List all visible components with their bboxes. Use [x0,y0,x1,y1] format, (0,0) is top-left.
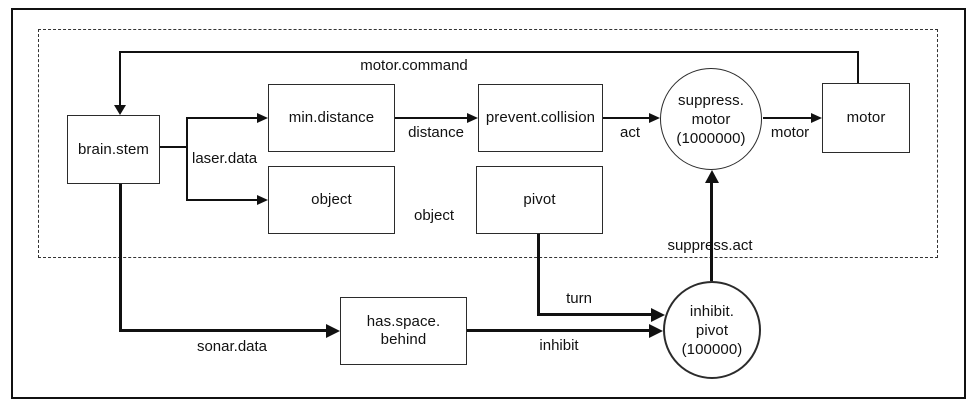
edge-suppress-act [710,181,713,281]
label-distance: distance [408,124,464,141]
label-motor-command: motor.command [360,57,468,74]
arrowhead-into-prevent-collision-icon [467,113,478,123]
label-laser-data: laser.data [192,150,258,167]
node-brain-stem: brain.stem [67,115,160,184]
node-motor-label: motor [846,109,886,126]
node-motor: motor [822,83,910,153]
node-min-distance: min.distance [268,84,395,152]
node-suppress-motor-line1: suppress. [678,91,744,109]
edge-laser-split [186,117,188,201]
edge-laser-to-object [186,199,257,201]
node-prevent-collision: prevent.collision [478,84,603,152]
label-turn: turn [566,290,592,307]
edge-pivot-drop [537,233,540,315]
node-has-space-behind-line1: has.space. [366,313,441,330]
node-inhibit-pivot-line2: pivot [695,321,729,339]
edge-laser-to-mindistance [186,117,257,119]
node-prevent-collision-label: prevent.collision [485,109,596,126]
label-sonar-data: sonar.data [196,338,268,355]
arrowhead-into-brain-stem-icon [114,105,126,115]
edge-inhibit [467,329,649,332]
edge-motor-command-top [119,51,859,53]
edge-sonar-drop [119,184,122,331]
node-inhibit-pivot-line3: (100000) [681,340,743,358]
node-object-label: object [311,191,352,208]
arrowhead-into-has-space-behind-icon [326,324,340,338]
edge-motor-command-right-drop [857,51,859,83]
node-suppress-motor-line3: (1000000) [676,129,746,147]
arrowhead-inhibit-into-circle-icon [649,324,663,338]
node-pivot-label: pivot [523,191,556,208]
edge-motor-signal [763,117,811,119]
arrowhead-into-motor-icon [811,113,822,123]
edge-turn [537,313,651,316]
node-suppress-motor: suppress. motor (1000000) [660,68,762,170]
node-min-distance-label: min.distance [288,109,375,126]
node-inhibit-pivot: inhibit. pivot (100000) [663,281,761,379]
edge-brainstem-out [160,146,187,148]
arrowhead-suppress-act-up-icon [705,170,719,183]
node-suppress-motor-line2: motor [691,110,731,128]
arrowhead-into-object-icon [257,195,268,205]
label-suppress-act: suppress.act [667,237,753,254]
label-inhibit: inhibit [539,337,579,354]
node-has-space-behind-line2: behind [380,331,427,348]
label-act: act [619,124,640,141]
outer-frame [11,8,966,399]
edge-sonar-data [119,329,326,332]
arrowhead-into-suppress-motor-icon [649,113,660,123]
node-has-space-behind: has.space. behind [340,297,467,365]
edge-motor-command-left-drop [119,51,121,105]
node-inhibit-pivot-line1: inhibit. [689,302,735,320]
edge-act [603,117,649,119]
edge-distance [395,117,467,119]
node-pivot: pivot [476,166,603,234]
node-object: object [268,166,395,234]
arrowhead-turn-into-circle-icon [651,308,665,322]
node-brain-stem-label: brain.stem [77,140,150,158]
label-motor-signal: motor [770,124,810,141]
arrowhead-into-min-distance-icon [257,113,268,123]
subsumption-dashed-boundary [38,29,938,258]
label-object-signal: object [413,207,455,224]
